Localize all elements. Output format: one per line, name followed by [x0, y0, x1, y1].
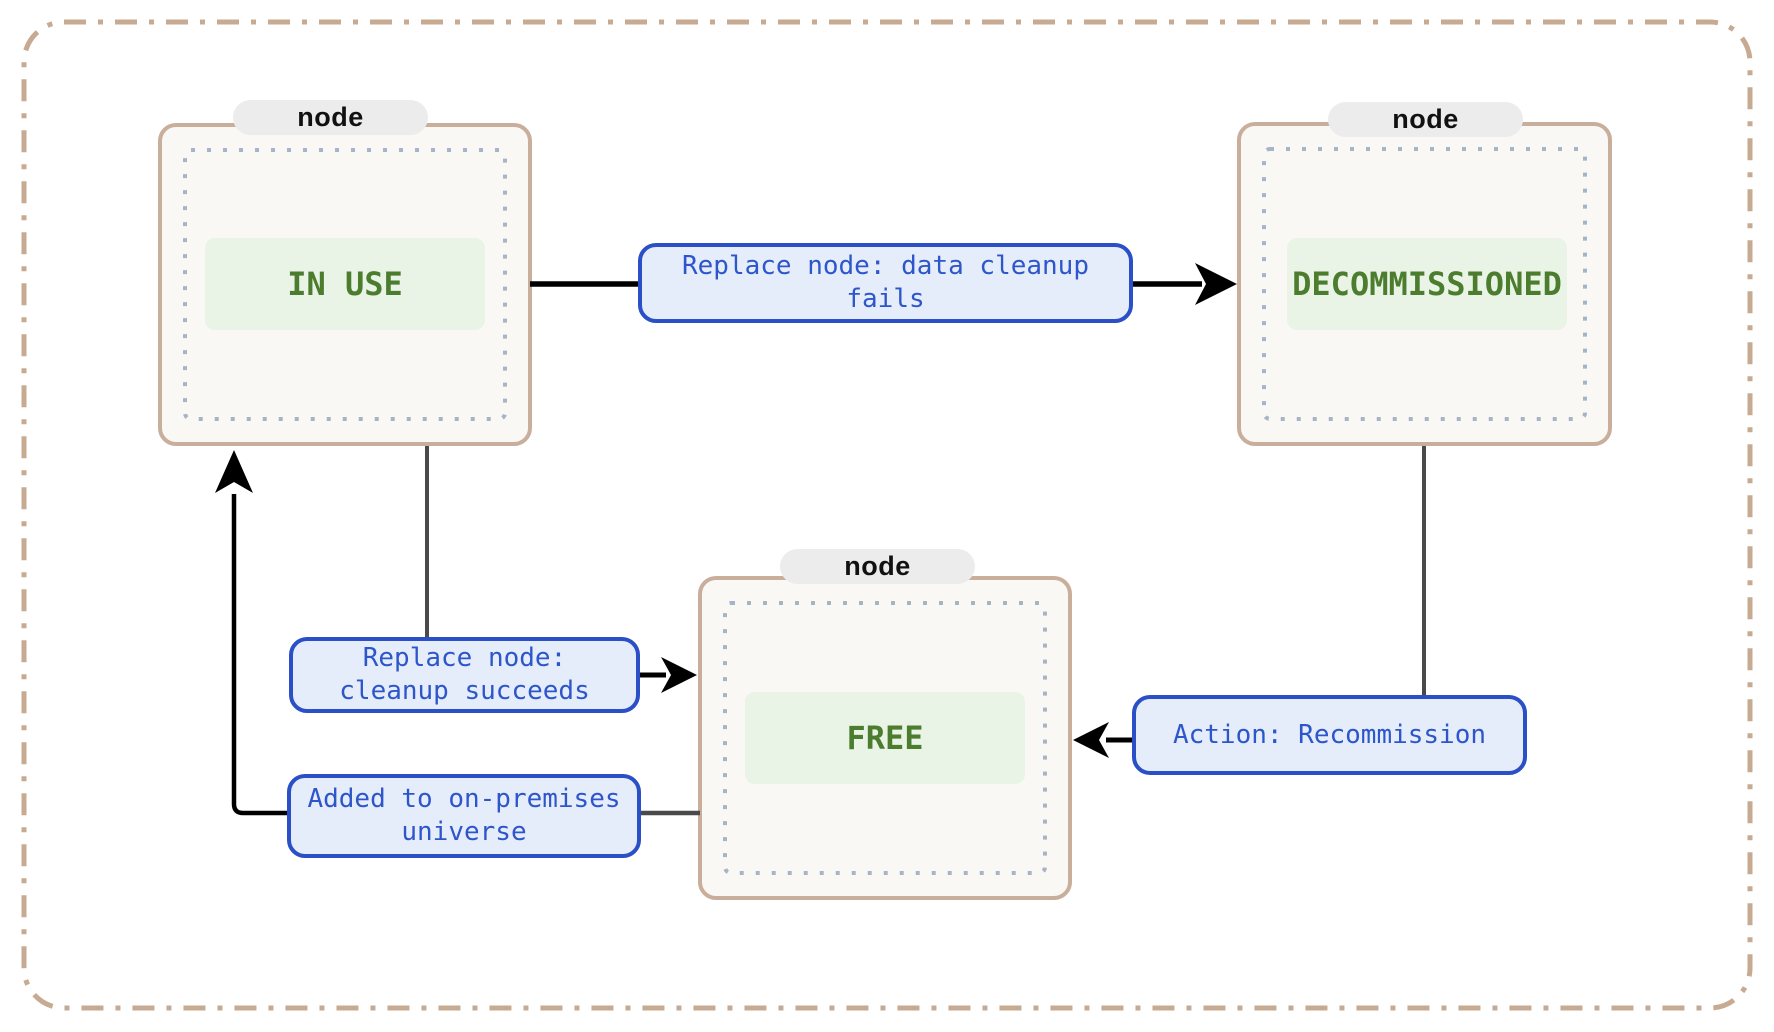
- edge-label-action-recommission: Action: Recommission: [1132, 695, 1527, 775]
- edge-label-added-to-on-premises-universe: Added to on-premises universe: [287, 774, 641, 858]
- arrowhead-right-icon: [661, 657, 697, 693]
- node-tab: node: [1328, 102, 1523, 137]
- inner-dotted-border-in-use: [183, 148, 507, 421]
- node-tab-label: node: [844, 551, 911, 581]
- node-card-free: node FREE: [698, 549, 1072, 900]
- node-card-decommissioned: node DECOMMISSIONED: [1237, 102, 1612, 446]
- outer-dashed-border: [21, 19, 1753, 1011]
- state-badge-free: FREE: [745, 692, 1025, 784]
- arrowhead-right-icon: [1195, 263, 1237, 305]
- state-badge-decommissioned: DECOMMISSIONED: [1287, 238, 1567, 330]
- state-label: DECOMMISSIONED: [1292, 265, 1562, 303]
- arrowhead-left-icon: [1073, 722, 1109, 758]
- node-tab: node: [233, 100, 428, 135]
- state-label: FREE: [846, 719, 924, 757]
- state-badge-in-use: IN USE: [205, 238, 485, 330]
- inner-dotted-border-decommissioned: [1262, 147, 1587, 421]
- arrowhead-up-icon: [215, 450, 253, 493]
- edge-label-text: Replace node: cleanup succeeds: [339, 643, 590, 706]
- node-card-in-use: node IN USE: [158, 100, 532, 446]
- edge-label-text: Added to on-premises universe: [307, 784, 621, 847]
- inner-dotted-border-free: [723, 601, 1047, 875]
- edge-label-text: Replace node: data cleanup fails: [682, 251, 1089, 314]
- edge-label-text: Action: Recommission: [1172, 719, 1487, 750]
- edge-label-replace-node-cleanup-fails: Replace node: data cleanup fails: [638, 243, 1133, 323]
- node-tab-label: node: [297, 102, 364, 132]
- edge-label-replace-node-cleanup-succeeds: Replace node: cleanup succeeds: [289, 637, 640, 713]
- state-label: IN USE: [287, 265, 403, 303]
- node-tab-label: node: [1392, 104, 1459, 134]
- node-tab: node: [780, 549, 975, 584]
- edge-line-label3-to-inuse: [231, 494, 292, 816]
